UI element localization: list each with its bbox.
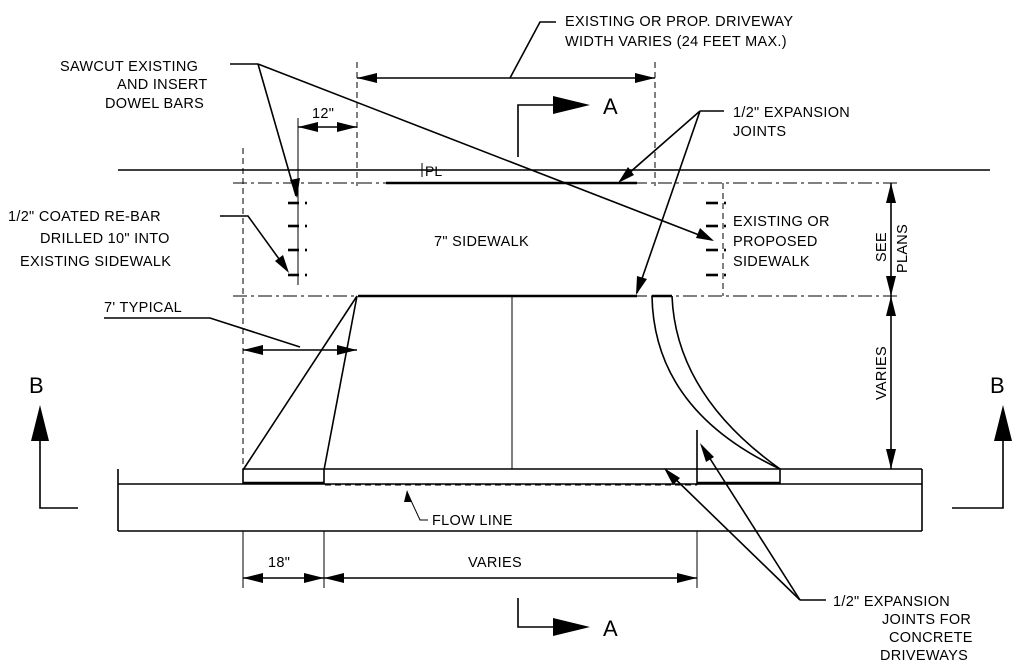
see-plans-label-1: SEE — [874, 232, 890, 262]
rebar-label-2: DRILLED 10" INTO — [40, 231, 170, 247]
section-b-right-line — [952, 430, 1004, 509]
expansion-top-label-2: JOINTS — [733, 124, 786, 140]
rebar-label-3: EXISTING SIDEWALK — [20, 254, 171, 270]
sawcut-leader-right — [257, 63, 713, 241]
rebar-label-1: 1/2" COATED RE-BAR — [8, 209, 161, 225]
section-a-top-label: A — [603, 94, 618, 119]
see-plans-label-2: PLANS — [895, 224, 911, 273]
existing-sidewalk-label-1: EXISTING OR — [733, 214, 830, 230]
expansion-bottom-label-1: 1/2" EXPANSION — [833, 594, 950, 610]
sawcut-label-3: DOWEL BARS — [105, 96, 204, 112]
existing-sidewalk-label-3: SIDEWALK — [733, 254, 810, 270]
sidewalk-label: 7" SIDEWALK — [434, 234, 529, 250]
dowel-bars-right — [706, 201, 726, 277]
sawcut-label-2: AND INSERT — [117, 77, 208, 93]
property-line-label: PL — [425, 163, 442, 179]
expansion-top-leader-1 — [619, 110, 701, 182]
existing-sidewalk-label-2: PROPOSED — [733, 234, 818, 250]
apron-flare-inner — [323, 295, 358, 471]
section-a-top-line — [517, 104, 560, 157]
eighteen-inch-label: 18" — [268, 555, 290, 571]
apron-flare-outer — [242, 295, 358, 471]
section-b-right-label: B — [990, 373, 1005, 398]
flow-line-label: FLOW LINE — [432, 513, 513, 529]
expansion-bottom-leader-2 — [701, 445, 801, 601]
section-a-top-arrow — [553, 96, 590, 114]
seven-ft-leader — [104, 317, 301, 348]
varies-bottom-label: VARIES — [468, 555, 522, 571]
driveway-width-label-2: WIDTH VARIES (24 FEET MAX.) — [565, 34, 787, 50]
rebar-leader — [220, 215, 288, 271]
apron-curve-outer — [651, 295, 781, 470]
section-a-bottom-arrow — [553, 618, 590, 636]
expansion-bottom-label-3: CONCRETE — [889, 630, 973, 646]
dowel-bars-left — [288, 201, 307, 277]
section-b-left-line — [39, 430, 78, 509]
flow-line-leader — [407, 493, 428, 521]
section-b-left-label: B — [29, 373, 44, 398]
apron-curve-inner — [671, 295, 781, 470]
twelve-inch-label: 12" — [312, 106, 334, 122]
expansion-top-label-1: 1/2" EXPANSION — [733, 105, 850, 121]
section-a-bottom-label: A — [603, 616, 618, 641]
sawcut-leader-left — [257, 63, 297, 197]
section-b-left-arrow — [31, 405, 49, 441]
expansion-bottom-label-2: JOINTS FOR — [882, 612, 971, 628]
varies-right-label: VARIES — [874, 346, 890, 400]
expansion-top-leader-2 — [636, 110, 701, 294]
driveway-width-leader — [509, 21, 556, 79]
driveway-width-label-1: EXISTING OR PROP. DRIVEWAY — [565, 14, 793, 30]
section-b-right-arrow — [994, 405, 1012, 441]
seven-ft-label: 7' TYPICAL — [104, 300, 182, 316]
sawcut-label-1: SAWCUT EXISTING — [60, 59, 198, 75]
expansion-bottom-leader-1 — [665, 469, 801, 601]
expansion-bottom-label-4: DRIVEWAYS — [880, 648, 968, 664]
section-a-bottom-line — [517, 598, 560, 628]
